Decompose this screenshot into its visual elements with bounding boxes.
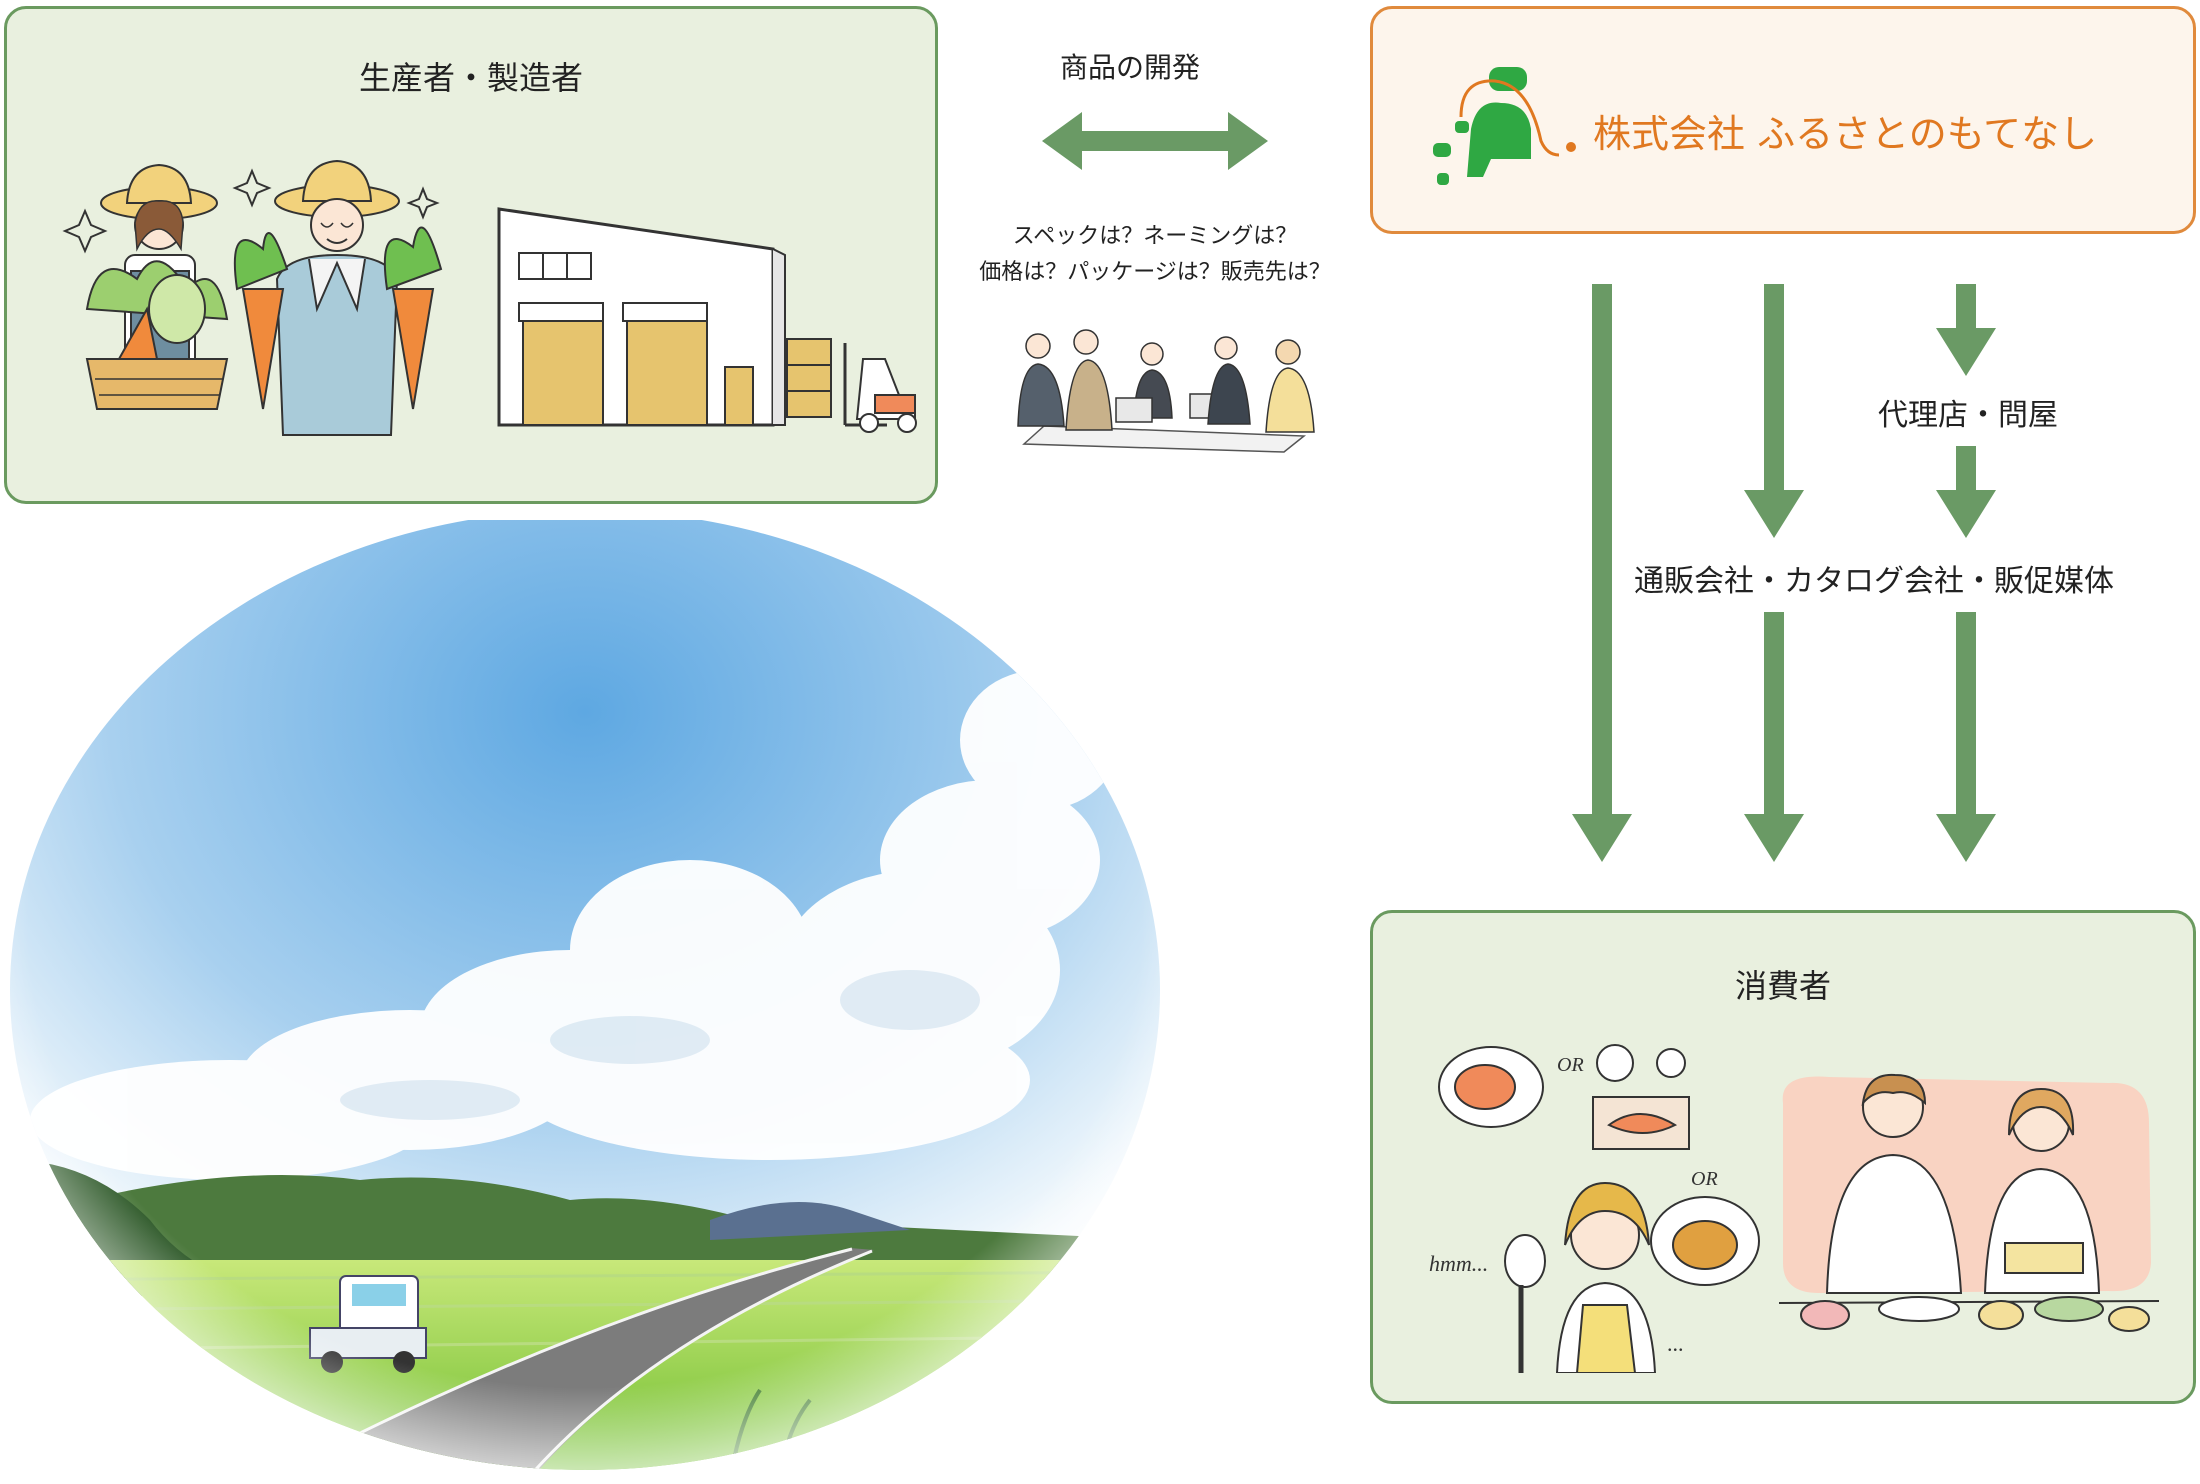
company-logo-icon [1433, 67, 1576, 185]
arrow-mailorder-to-consumer-2 [1936, 612, 1996, 862]
or-label-2: OR [1691, 1168, 1718, 1190]
or-label-1: OR [1557, 1054, 1584, 1076]
arrow-direct-to-consumer [1572, 284, 1632, 862]
dots-label: ... [1667, 1331, 1684, 1356]
arrow-mailorder-to-consumer-1 [1744, 612, 1804, 862]
farmers-illustration [62, 159, 443, 436]
company-name: 株式会社 ふるさとのもてなし [1593, 112, 2098, 156]
mailorder-label: 通販会社・カタログ会社・販促媒体 [1634, 564, 2114, 599]
meeting-illustration [1017, 329, 1315, 453]
factory-illustration [497, 207, 917, 433]
consumer-box: 消費者 OR OR hmm... ... [1370, 910, 2196, 1404]
producer-box: 生産者・製造者 [4, 6, 938, 504]
double-arrow-icon [1042, 112, 1268, 170]
producer-title: 生産者・製造者 [358, 59, 583, 97]
development-question-1: スペックは？ネーミングは？ [1012, 224, 1298, 249]
development-title: 商品の開発 [1060, 51, 1201, 84]
hmm-label: hmm... [1429, 1251, 1488, 1276]
thinking-woman-illustration: OR OR hmm... ... [1429, 1044, 1760, 1373]
arrow-to-agency [1936, 284, 1996, 376]
agency-label: 代理店・問屋 [1878, 398, 2058, 433]
dining-couple-illustration [1778, 1073, 2160, 1332]
rural-landscape-illustration [10, 520, 1160, 1470]
arrow-to-mailorder [1744, 284, 1804, 538]
arrow-agency-to-mailorder [1936, 446, 1996, 538]
consumer-title: 消費者 [1734, 967, 1831, 1005]
company-box: 株式会社 ふるさとのもてなし [1370, 6, 2196, 234]
development-question-2: 価格は？パッケージは？販売先は？ [979, 260, 1331, 285]
